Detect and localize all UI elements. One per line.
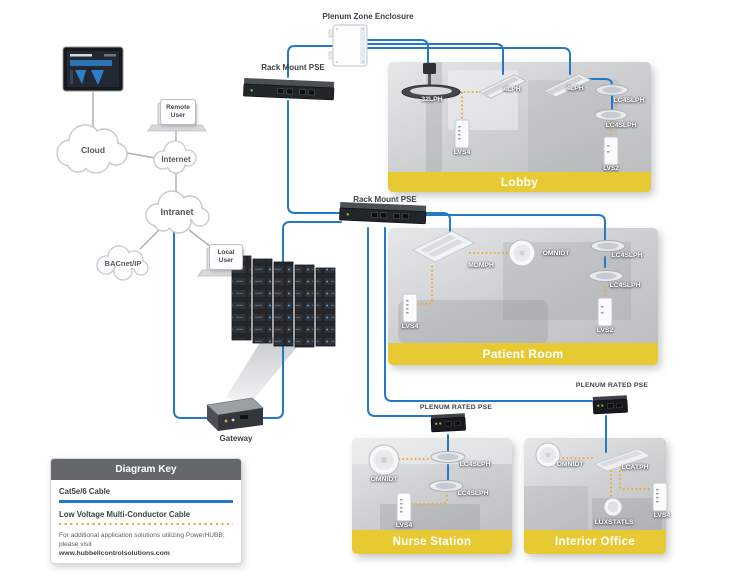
diagram-key: Diagram Key Cat5e/6 Cable Low Voltage Mu… (50, 458, 242, 564)
key-lowvoltage-line-swatch (59, 522, 233, 525)
office-lvs4-switch (652, 482, 668, 512)
cat5-cables (173, 39, 613, 482)
lobby-32lph-pendant (401, 63, 461, 100)
cable-enclosure-32lph (367, 39, 429, 65)
dashboard-tablet (62, 46, 124, 92)
cloud-shape-bacnet (96, 245, 149, 281)
lobby-4lph-a (477, 74, 528, 99)
cloud-shape-intranet (145, 190, 210, 234)
office-luxstatls-sensor (603, 497, 623, 517)
nurse-lc4slph-a (430, 451, 466, 463)
cable-pse2-plenumpse-nurse (367, 227, 432, 417)
cable-enclosure-4lph-a (367, 43, 504, 75)
patient-lc4slph-b (588, 270, 624, 282)
lv-lvs4-nurse (411, 492, 448, 505)
nurse-lc4slph-b (428, 480, 464, 492)
rack-mount-pse-mid-device (339, 202, 427, 225)
office-desk (592, 498, 662, 530)
lv-lcatph-lvs4-office (619, 470, 652, 490)
server-racks (231, 255, 336, 348)
lobby-door (528, 80, 618, 172)
patient-bed (398, 300, 548, 344)
room-banner-lobby: Lobby (388, 172, 651, 192)
cable-pse2-plenumpse-office (384, 227, 593, 402)
patient-omnidt-sensor (508, 239, 536, 267)
key-lowvoltage-label: Low Voltage Multi-Conductor Cable (59, 509, 191, 519)
patient-lc4slph-a (590, 240, 626, 252)
lv-lvs4-patient (417, 263, 433, 305)
key-cat5-label: Cat5e/6 Cable (59, 487, 111, 496)
cable-pse1-pse2 (287, 100, 342, 214)
plenum-rated-pse-nurse-device (430, 413, 466, 433)
diagram-key-title: Diagram Key (51, 459, 241, 480)
lobby-lvs4-switch (454, 119, 470, 149)
plenum-rated-pse-office-device (592, 395, 628, 415)
lobby-4lph-b (542, 73, 593, 98)
cloud-shape-internet (153, 140, 197, 174)
cable-enclosure-4lph-b (367, 47, 571, 75)
room-banner-patient: Patient Room (388, 343, 658, 365)
link-intranet-bacnet (139, 228, 161, 250)
gateway-device (206, 397, 264, 431)
office-omnidt-sensor (535, 442, 561, 468)
cable-intranet-gateway (173, 229, 236, 419)
room-banner-nurse: Nurse Station (352, 530, 512, 554)
office-cabinets (524, 486, 588, 530)
link-intranet-local (188, 229, 212, 248)
rack-mount-pse-top-device (243, 78, 335, 101)
patient-lvs2-switch (597, 297, 613, 327)
cloud-shape-cloud (56, 124, 128, 174)
key-note: For additional application solutions uti… (59, 532, 225, 548)
room-banner-office: Interior Office (524, 530, 666, 554)
office-lcatph-fixture (592, 448, 653, 472)
lobby-lc4slph-b (594, 109, 628, 121)
patient-mdmph-troffer (412, 230, 475, 263)
plenum-zone-enclosure-device (328, 24, 368, 67)
key-cat5-line-swatch (59, 500, 233, 503)
lobby-lvs2-switch (603, 136, 619, 166)
patient-lvs4-switch (402, 293, 418, 323)
nurse-lvs4-switch (396, 492, 412, 522)
cable-pse2-lc4slph-patient (423, 214, 606, 241)
cable-pse1-enclosure (287, 45, 333, 78)
local-user-node: Local User (209, 244, 243, 270)
key-note-url: www.hubbellcontrolsolutions.com (59, 549, 170, 557)
remote-user-node: Remote User (160, 99, 196, 125)
nurse-omnidt-sensor (368, 444, 400, 476)
lobby-lc4slph-a (595, 84, 629, 96)
